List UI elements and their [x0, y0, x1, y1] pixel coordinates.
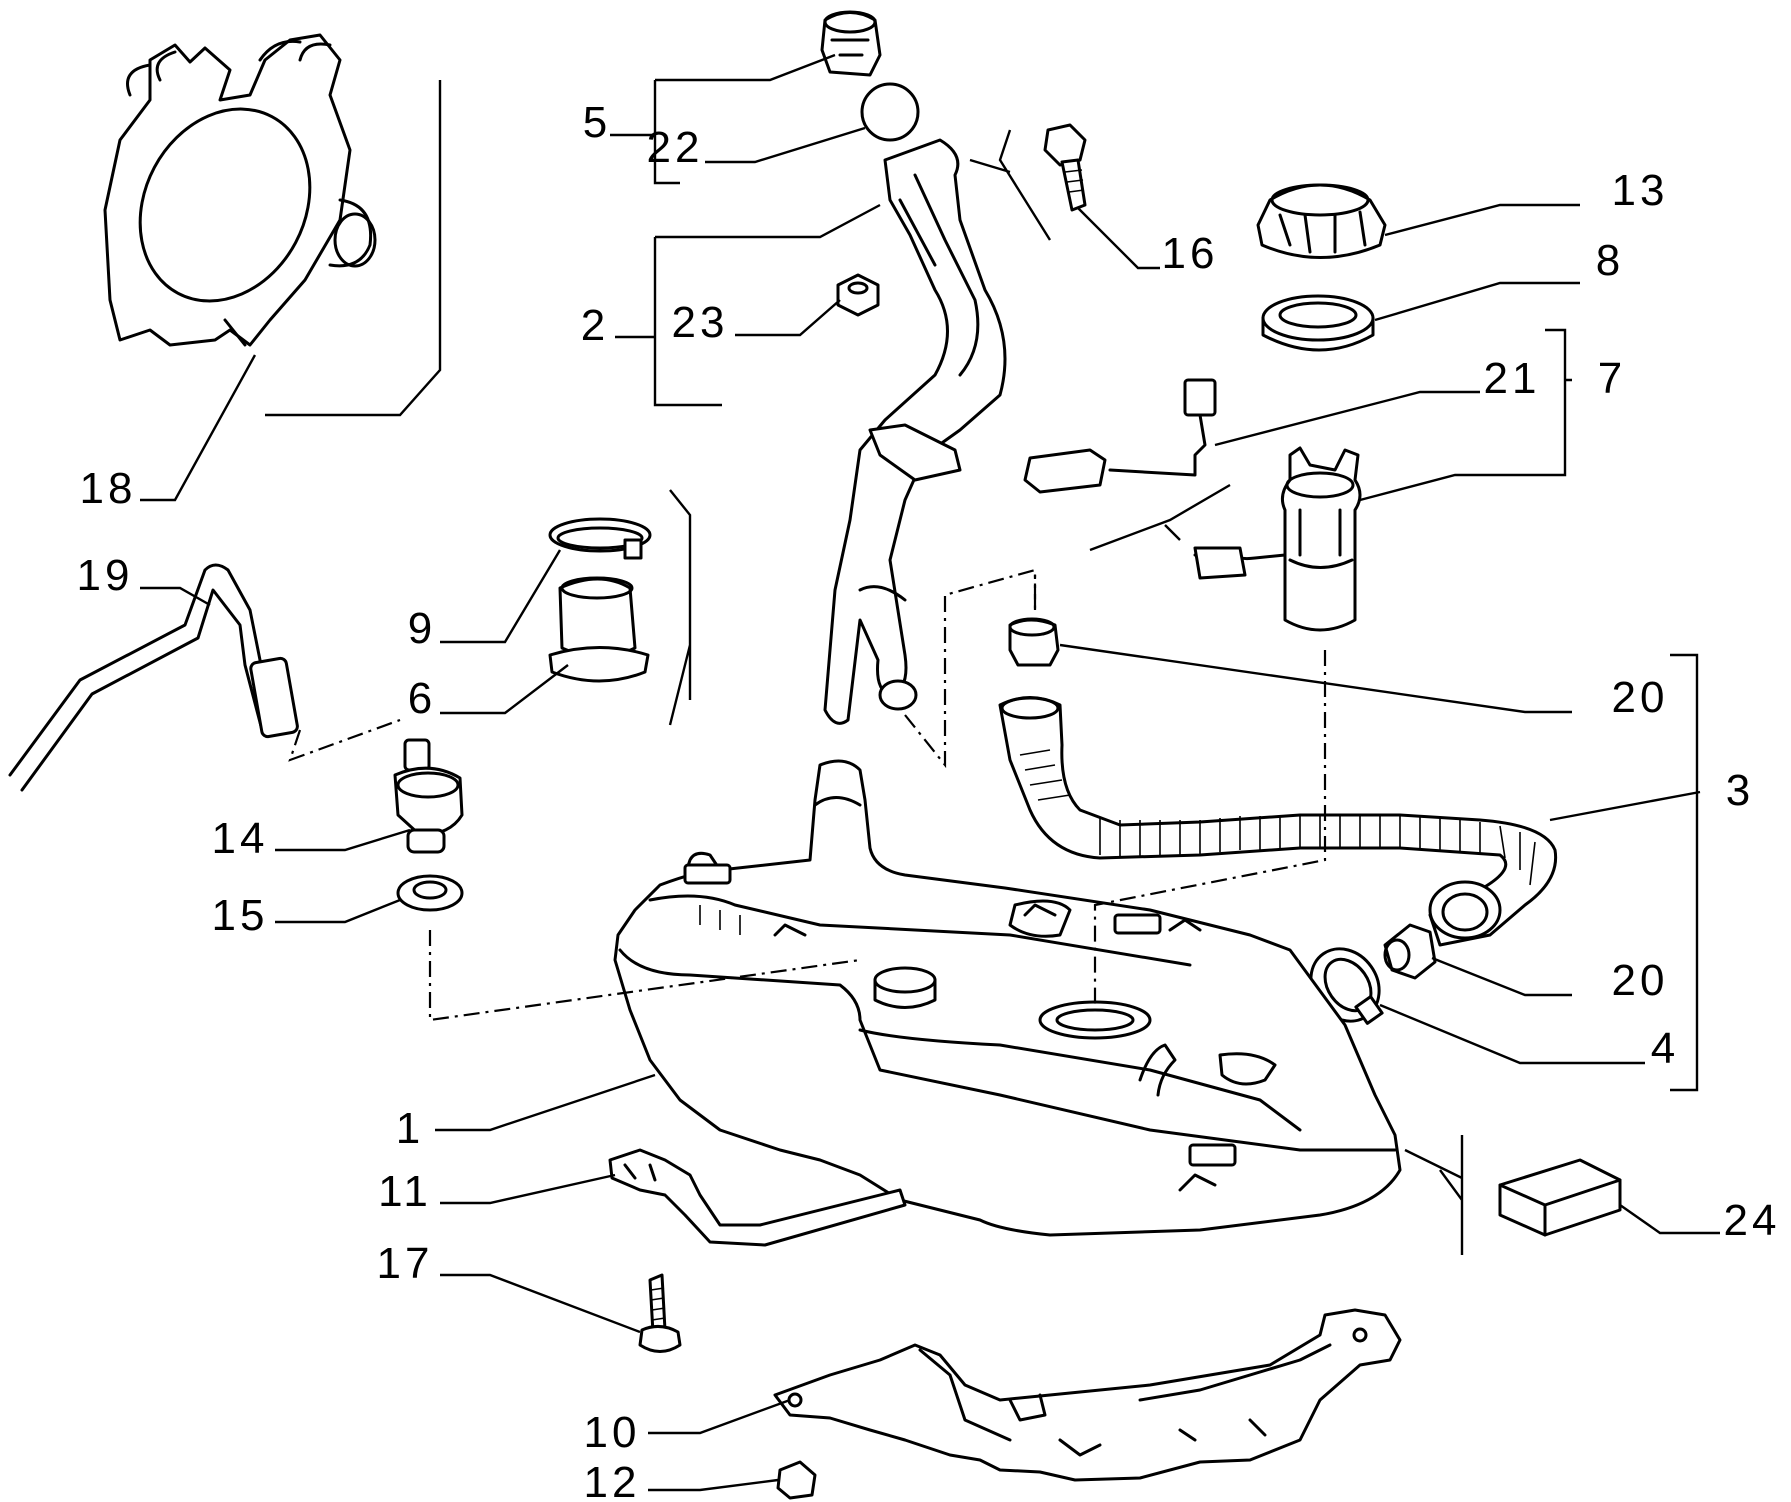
leader-15 [275, 898, 401, 924]
leader-22 [705, 126, 866, 164]
assembly-line-valve-tank [428, 930, 861, 1022]
part-9-clamp [548, 517, 652, 560]
callout-4: 4 [1651, 1024, 1679, 1073]
callout-24: 24 [1724, 1196, 1781, 1245]
leader-11 [440, 1173, 616, 1205]
leader-1 [435, 1073, 656, 1132]
part-15-grommet [396, 874, 464, 912]
part-20-plug-lower [1383, 923, 1437, 980]
leader-24 [1619, 1204, 1720, 1235]
leader-7 [1359, 328, 1572, 502]
part-5-filler-cap [820, 10, 882, 77]
section-divider [265, 80, 442, 417]
callout-11: 11 [378, 1167, 432, 1216]
callout-23: 23 [672, 298, 729, 347]
callout-2: 2 [581, 301, 609, 350]
callout-12: 12 [584, 1458, 641, 1502]
part-20-plug-upper [1008, 617, 1060, 667]
leader-8 [1374, 281, 1580, 322]
leader-9 [440, 549, 562, 644]
part-8-gasket [1261, 294, 1375, 352]
leader-18 [140, 354, 257, 502]
part-6-filler-sleeve [548, 576, 650, 683]
callout-20-lower: 20 [1612, 956, 1669, 1005]
part-3-corrugated-hose [998, 696, 1558, 947]
part-24-pad [1498, 1158, 1622, 1237]
part-23-nut [836, 273, 880, 317]
callout-5: 5 [583, 98, 611, 147]
callout-15: 15 [212, 891, 269, 940]
leader-17 [440, 1273, 641, 1334]
leader-21 [1214, 390, 1480, 447]
callout-18: 18 [80, 464, 137, 513]
leader-13 [1384, 203, 1580, 237]
assembly-line-neck-plug [904, 568, 1037, 769]
part-11-retaining-strap [608, 1148, 907, 1247]
part-2-filler-neck [823, 138, 1007, 725]
callout-16: 16 [1162, 229, 1219, 278]
callout-14: 14 [212, 814, 269, 863]
assembly-line-hose-valve [288, 718, 401, 762]
leader-3-bracket [1670, 653, 1699, 1092]
cut-mark-pad [1404, 1135, 1464, 1255]
callout-8: 8 [1596, 236, 1624, 285]
leader-23 [735, 299, 841, 337]
cut-mark-sleeve [668, 489, 692, 726]
part-16-bolt [1043, 123, 1087, 212]
part-10-support-bracket [773, 1308, 1402, 1482]
part-22-seal-ring [860, 82, 920, 142]
cut-mark-pump [1089, 483, 1231, 552]
part-17-bolt [638, 1273, 682, 1353]
callout-9: 9 [408, 604, 436, 653]
callout-22: 22 [647, 123, 704, 172]
leader-3 [1549, 790, 1701, 822]
leader-10 [648, 1398, 791, 1435]
leader-2 [615, 203, 881, 407]
part-7-fuel-pump [1193, 446, 1362, 632]
part-19-vent-hose [8, 563, 299, 792]
leader-5 [610, 53, 836, 185]
callout-10: 10 [584, 1408, 641, 1457]
leader-19 [140, 586, 211, 607]
part-21-wiring-harness [1023, 378, 1217, 494]
callout-19: 19 [77, 551, 134, 600]
leader-6 [440, 664, 569, 715]
part-18-ring-bracket [103, 33, 377, 347]
callout-6: 6 [408, 674, 436, 723]
part-13-ring-nut [1256, 183, 1387, 259]
callout-3: 3 [1726, 766, 1754, 815]
leader-16 [1077, 207, 1160, 270]
callout-7: 7 [1598, 354, 1626, 403]
part-14-rollover-valve [393, 738, 464, 854]
leader-12 [648, 1478, 779, 1492]
callout-1: 1 [396, 1104, 424, 1153]
leader-4 [1379, 1003, 1645, 1065]
leader-20a [1059, 643, 1572, 714]
part-1-fuel-tank [613, 759, 1402, 1237]
part-12-clip [776, 1460, 817, 1500]
callout-20-upper: 20 [1612, 673, 1669, 722]
leader-20b [1431, 956, 1572, 997]
callout-13: 13 [1612, 166, 1669, 215]
leader-14 [275, 828, 411, 852]
cut-mark-top [969, 129, 1052, 241]
assembly-line-pump-tank [1093, 650, 1327, 1010]
callout-21: 21 [1484, 354, 1541, 403]
callout-17: 17 [377, 1239, 434, 1288]
